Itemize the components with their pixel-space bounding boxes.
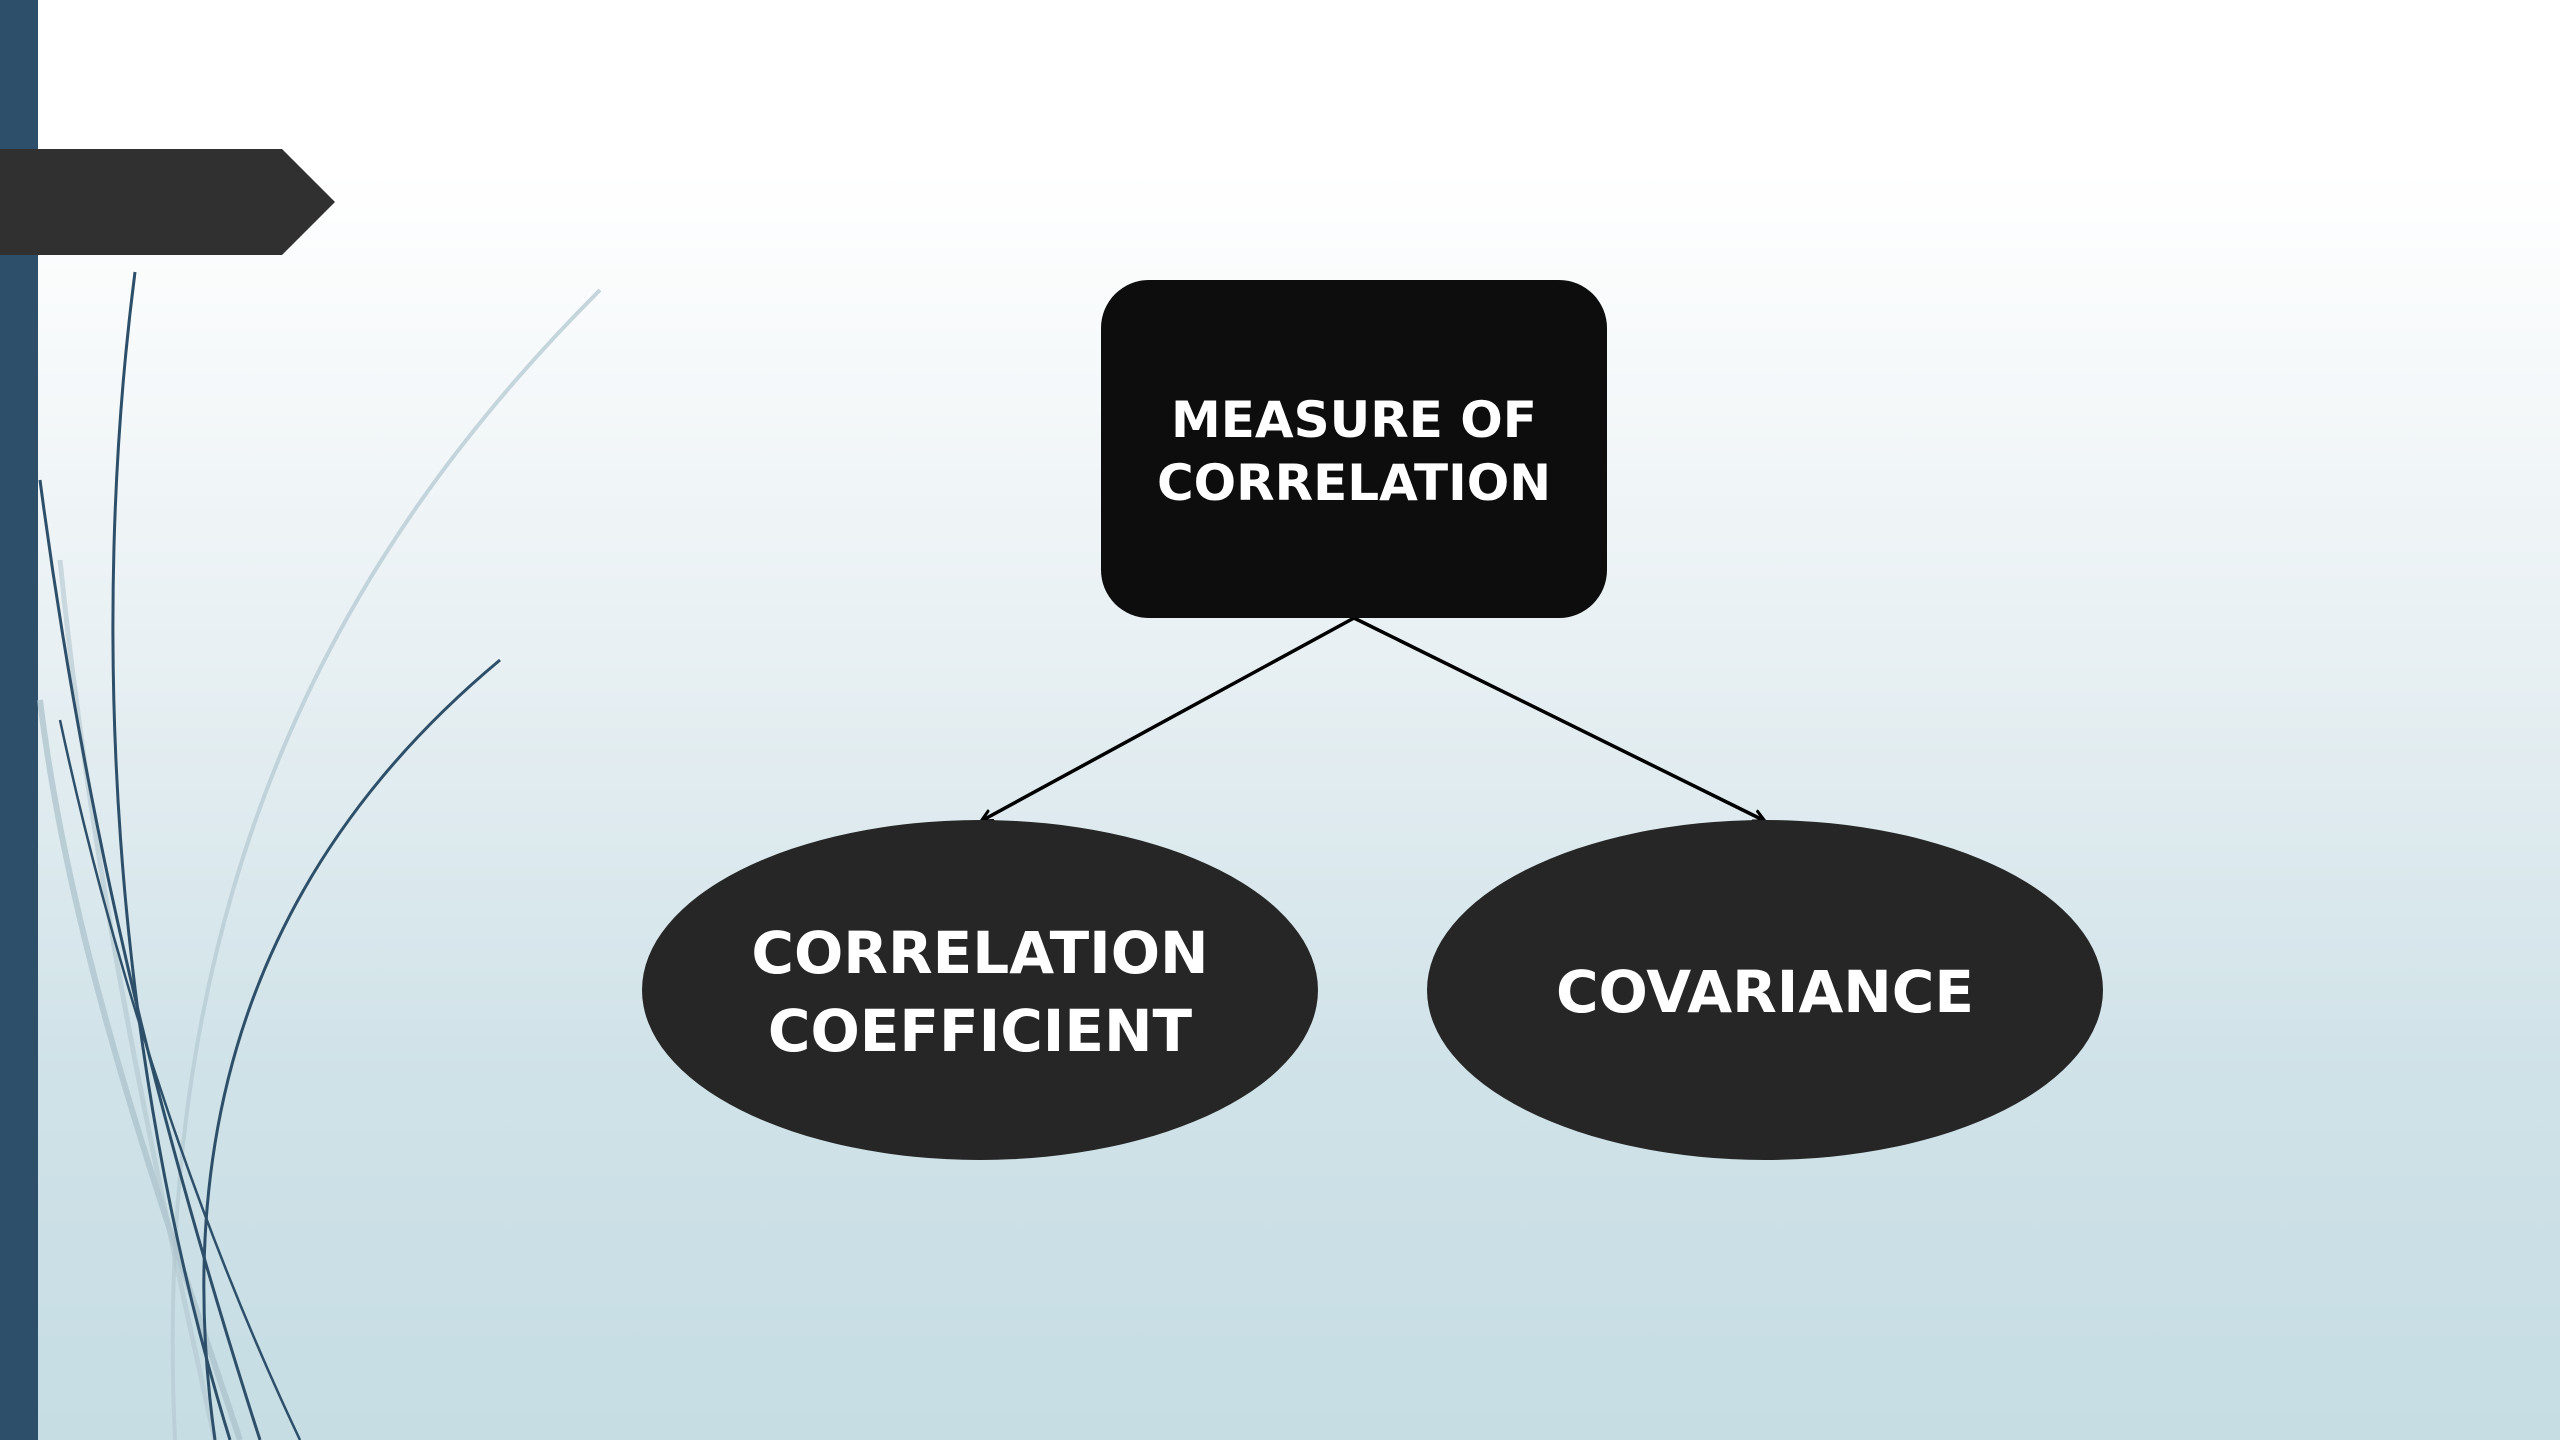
right-child-label: COVARIANCE [1556, 958, 1974, 1026]
left-child-label-line2: COEFFICIENT [768, 997, 1193, 1065]
arrow-tab-shape [0, 149, 335, 255]
root-node-label-line2: CORRELATION [1157, 454, 1551, 512]
root-node-label-line1: MEASURE OF [1171, 391, 1537, 449]
left-child-label-line1: CORRELATION [751, 919, 1208, 987]
swoosh-light-3 [57, 559, 218, 1440]
swoosh-dark-3 [202, 658, 501, 1440]
swoosh-dark-2 [38, 479, 262, 1440]
left-child-ellipse [642, 820, 1318, 1160]
root-node-box [1101, 280, 1607, 618]
connector-right-arrow [1353, 616, 1763, 820]
connector-left-arrow [983, 616, 1355, 820]
right-child-ellipse [1427, 820, 2103, 1160]
swoosh-light-1 [170, 288, 602, 1440]
swoosh-dark-4 [58, 719, 302, 1440]
swoosh-dark-1 [111, 271, 232, 1440]
